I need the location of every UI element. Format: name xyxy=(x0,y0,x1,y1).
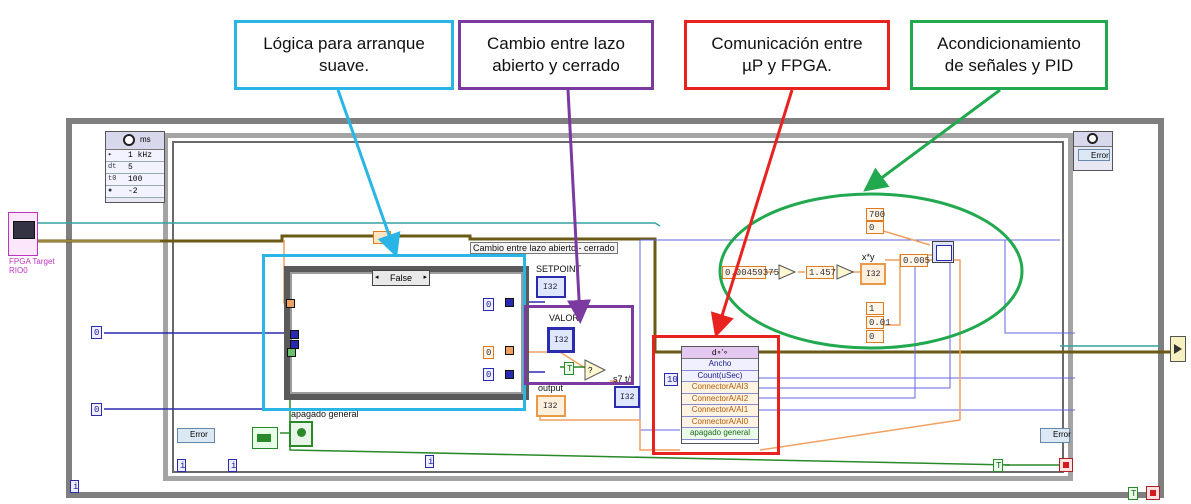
error-cluster-right: Error xyxy=(1078,149,1110,161)
tunnel-left-1 xyxy=(290,330,299,339)
s7-indicator[interactable]: I32 xyxy=(614,386,640,408)
select-node[interactable]: ? xyxy=(583,358,607,382)
clock-icon-right xyxy=(1074,132,1112,147)
stop-icon-outer xyxy=(1150,490,1156,496)
case-const-2[interactable]: 0 xyxy=(483,346,494,359)
stop-icon xyxy=(1063,462,1069,468)
case-selector[interactable]: ◂ False ▸ xyxy=(372,270,430,286)
callout-loop-switch-text: Cambio entre lazo abierto y cerrado xyxy=(487,34,625,75)
case-const-1[interactable]: 0 xyxy=(483,298,494,311)
multiply-node-1[interactable] xyxy=(778,264,796,280)
tunnel-right-1 xyxy=(505,298,514,307)
setpoint-type: I32 xyxy=(543,283,558,292)
tunnel-right-2 xyxy=(505,370,514,379)
bool-true-const[interactable]: T xyxy=(564,362,574,375)
valor-indicator[interactable]: I32 xyxy=(547,327,575,353)
case-selector-value: False xyxy=(389,273,412,283)
fpga-row-ancho: Ancho xyxy=(682,359,758,371)
pid-k3[interactable]: 0.005 xyxy=(900,254,930,267)
pid-k1[interactable]: 700 xyxy=(866,208,885,221)
output-indicator[interactable]: I32 xyxy=(536,395,566,417)
apagado-label: apagado general xyxy=(291,409,359,419)
output-label: output xyxy=(538,383,564,393)
callout-soft-start: Lógica para arranque suave. xyxy=(234,20,454,90)
left-const-2[interactable]: 0 xyxy=(91,403,102,416)
fpga-row-ai1: ConnectorA/AI1 xyxy=(682,405,758,417)
loop-iter-inner: i xyxy=(177,459,186,472)
pid-k4[interactable]: 1 xyxy=(866,302,884,315)
pid-k6[interactable]: 0 xyxy=(866,330,884,343)
clock-icon: ms xyxy=(106,132,164,150)
highlight-ellipse xyxy=(718,192,1024,350)
const-i-center: i xyxy=(425,455,434,468)
error-cluster-right-bottom[interactable]: Error xyxy=(1040,428,1071,443)
multiply-node-2[interactable] xyxy=(836,264,854,280)
fpga-target-ref[interactable] xyxy=(8,212,38,256)
ref-node-green[interactable] xyxy=(252,427,278,449)
timing-row-src: ▸1 kHz xyxy=(106,150,164,162)
callout-comm: Comunicación entre µP y FPGA. xyxy=(684,20,890,90)
fpga-row-ai2: ConnectorA/AI2 xyxy=(682,393,758,405)
right-loop-node[interactable]: Error xyxy=(1073,131,1113,171)
pid-icon xyxy=(936,245,952,261)
timing-unit: ms xyxy=(140,135,151,144)
count-const[interactable]: 10 xyxy=(664,373,678,386)
bool-const-outer[interactable]: T xyxy=(1128,487,1138,500)
tunnel-orange xyxy=(286,299,295,308)
fpga-row-ai3: ConnectorA/AI3 xyxy=(682,382,758,394)
tunnel-right-3 xyxy=(505,346,514,355)
fpga-row-ai0: ConnectorA/AI0 xyxy=(682,416,758,428)
valor-label: VALOR xyxy=(549,313,579,323)
svg-text:?: ? xyxy=(588,366,593,375)
apagado-control[interactable] xyxy=(289,421,313,447)
fpga-row-count: Count(uSec) xyxy=(682,370,758,382)
tunnel-left-3 xyxy=(287,348,296,357)
case-const-3[interactable]: 0 xyxy=(483,368,494,381)
fpga-io-header: d∘'∘ xyxy=(682,347,758,359)
bool-const-right[interactable]: T xyxy=(993,459,1003,472)
right-exit-node[interactable] xyxy=(1170,336,1186,362)
multiply-label: x*y xyxy=(862,252,875,262)
callout-conditioning-text: Acondicionamiento de señales y PID xyxy=(937,34,1081,75)
timing-row-offset: ●-2 xyxy=(106,186,164,198)
loop-iter-outer: i xyxy=(70,480,79,493)
gain-const-2[interactable]: 1.457 xyxy=(806,266,836,279)
valor-type: I32 xyxy=(554,336,569,345)
shift-register-label: Cambio entre lazo abierto - cerrado xyxy=(470,242,618,254)
toggle-icon xyxy=(297,428,306,437)
multiply-indicator[interactable]: I32 xyxy=(860,263,886,285)
const-i-mid: i xyxy=(228,459,237,472)
fpga-io-node[interactable]: d∘'∘ Ancho Count(uSec) ConnectorA/AI3 Co… xyxy=(681,346,759,444)
inner-timed-loop-frame xyxy=(172,141,1064,473)
callout-conditioning: Acondicionamiento de señales y PID xyxy=(910,20,1108,90)
stop-terminal-outer[interactable] xyxy=(1146,486,1160,500)
output-type: I32 xyxy=(543,402,558,411)
error-cluster-left[interactable]: Error xyxy=(177,428,215,443)
pid-block[interactable] xyxy=(932,241,954,263)
callout-comm-text: Comunicación entre µP y FPGA. xyxy=(711,34,863,75)
callout-soft-start-text: Lógica para arranque suave. xyxy=(263,34,425,75)
callout-loop-switch: Cambio entre lazo abierto y cerrado xyxy=(458,20,654,90)
pid-k5[interactable]: 0.01 xyxy=(866,316,891,329)
play-icon xyxy=(1174,344,1182,354)
setpoint-indicator[interactable]: I32 xyxy=(536,276,566,298)
s7-label: s7 t/f xyxy=(613,374,633,384)
setpoint-label: SETPOINT xyxy=(536,264,582,274)
fpga-target-label: FPGA Target RIO0 xyxy=(9,257,55,275)
pid-k2[interactable]: 0 xyxy=(866,221,884,234)
stop-terminal[interactable] xyxy=(1059,458,1073,472)
computer-icon xyxy=(13,221,35,239)
fpga-row-apagado: apagado general xyxy=(682,428,758,440)
left-const-1[interactable]: 0 xyxy=(91,326,102,339)
